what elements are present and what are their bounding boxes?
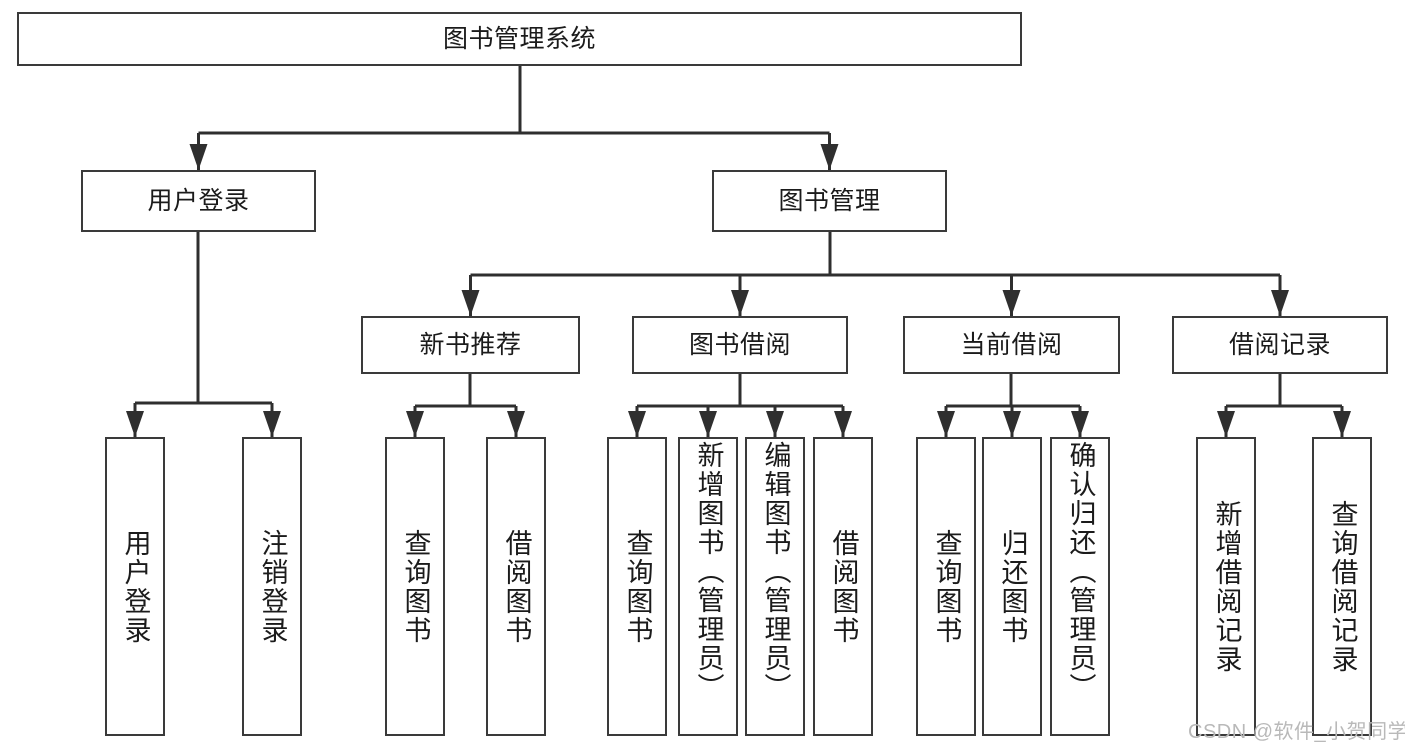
edge-arrowhead	[1333, 411, 1351, 437]
node-label: 注销登录	[257, 528, 288, 645]
edge-arrowhead	[731, 290, 749, 316]
edge-arrowhead	[820, 144, 839, 170]
node-leaf-query-record: 查询借阅记录	[1312, 437, 1372, 736]
edge-arrowhead	[461, 290, 480, 316]
edge-arrowhead	[1003, 411, 1021, 437]
node-label: 用户登录	[120, 528, 151, 645]
node-leaf-edit-book: 编辑图书（管理员）	[745, 437, 805, 736]
node-leaf-add-book: 新增图书（管理员）	[678, 437, 738, 736]
edge-arrowhead	[1071, 411, 1089, 437]
edge-arrowhead	[126, 411, 144, 437]
node-leaf-query-book-3: 查询图书	[916, 437, 976, 736]
node-leaf-query-book-1: 查询图书	[385, 437, 445, 736]
node-label: 编辑图书（管理员）	[760, 441, 791, 702]
node-label: 查询图书	[400, 528, 431, 645]
node-label: 借阅图书	[501, 528, 532, 645]
node-label: 查询图书	[931, 528, 962, 645]
node-label: 新书推荐	[419, 331, 522, 359]
node-leaf-query-book-2: 查询图书	[607, 437, 667, 736]
edge-arrowhead	[189, 144, 208, 170]
node-bookmgmt: 图书管理	[712, 170, 947, 232]
node-label: 当前借阅	[960, 331, 1063, 359]
node-label: 借阅记录	[1228, 331, 1331, 359]
edge-arrowhead	[1002, 290, 1021, 316]
node-leaf-user-logout: 注销登录	[242, 437, 302, 736]
node-records: 借阅记录	[1172, 316, 1388, 374]
edge-arrowhead	[263, 411, 281, 437]
edge-arrowhead	[937, 411, 955, 437]
node-label: 图书借阅	[688, 331, 791, 359]
edge-arrowhead	[406, 411, 424, 437]
node-borrow: 图书借阅	[632, 316, 848, 374]
node-label: 归还图书	[997, 528, 1028, 645]
node-newbooks: 新书推荐	[361, 316, 580, 374]
node-leaf-borrow-book-2: 借阅图书	[813, 437, 873, 736]
node-label: 新增图书（管理员）	[693, 441, 724, 702]
node-label: 图书管理系统	[442, 25, 596, 53]
node-label: 查询图书	[622, 528, 653, 645]
edge-arrowhead	[834, 411, 852, 437]
node-label: 查询借阅记录	[1327, 499, 1358, 674]
node-root: 图书管理系统	[17, 12, 1022, 66]
edge-arrowhead	[766, 411, 784, 437]
edge-arrowhead	[699, 411, 717, 437]
edge-arrowhead	[1271, 290, 1289, 316]
edge-arrowhead	[507, 411, 525, 437]
node-current: 当前借阅	[903, 316, 1120, 374]
node-leaf-confirm-return: 确认归还（管理员）	[1050, 437, 1110, 736]
node-login: 用户登录	[81, 170, 316, 232]
node-label: 图书管理	[778, 187, 881, 215]
node-label: 用户登录	[147, 187, 250, 215]
node-leaf-borrow-book-1: 借阅图书	[486, 437, 546, 736]
node-label: 借阅图书	[828, 528, 859, 645]
edge-arrowhead	[1217, 411, 1235, 437]
edge-arrowhead	[628, 411, 646, 437]
node-label: 确认归还（管理员）	[1065, 441, 1096, 702]
node-leaf-add-record: 新增借阅记录	[1196, 437, 1256, 736]
node-leaf-user-login: 用户登录	[105, 437, 165, 736]
node-label: 新增借阅记录	[1211, 499, 1242, 674]
node-leaf-return-book: 归还图书	[982, 437, 1042, 736]
